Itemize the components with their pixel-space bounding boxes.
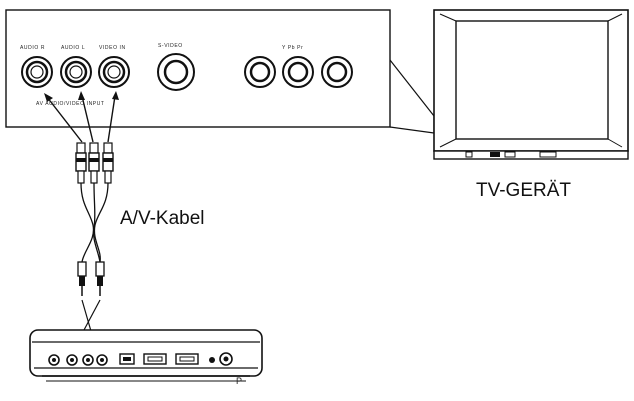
component-pb-jack [282,56,314,88]
audio-r-jack [21,56,53,88]
player-side-mark: P [236,376,242,386]
video-in-label: VIDEO IN [99,45,126,51]
tv-set [433,9,629,160]
cable-wires [80,182,109,263]
player-jacks [48,354,108,366]
s-video-jack [157,53,195,91]
audio-l-label: AUDIO L [61,45,85,51]
audio-r-label: AUDIO R [20,45,45,51]
cable-bottom-plugs [77,261,105,296]
component-pr-jack [321,56,353,88]
tv-back-panel: AUDIO R AUDIO L VIDEO IN S-VIDEO Y Pb Pr… [5,9,391,128]
zoom-lines [389,59,435,134]
y-pb-pr-label: Y Pb Pr [282,45,303,51]
av-cable [75,142,114,296]
tv-label: TV-GERÄT [476,180,572,201]
portable-player: P [29,329,263,386]
video-in-jack [98,56,130,88]
s-video-label: S-VIDEO [158,43,183,49]
audio-l-jack [60,56,92,88]
cable-label: A/V-Kabel [120,208,205,229]
component-y-jack [244,56,276,88]
cable-top-plugs [75,142,114,184]
av-input-label: AV AUDIO/VIDEO INPUT [36,101,105,107]
connection-arrows [44,91,119,143]
